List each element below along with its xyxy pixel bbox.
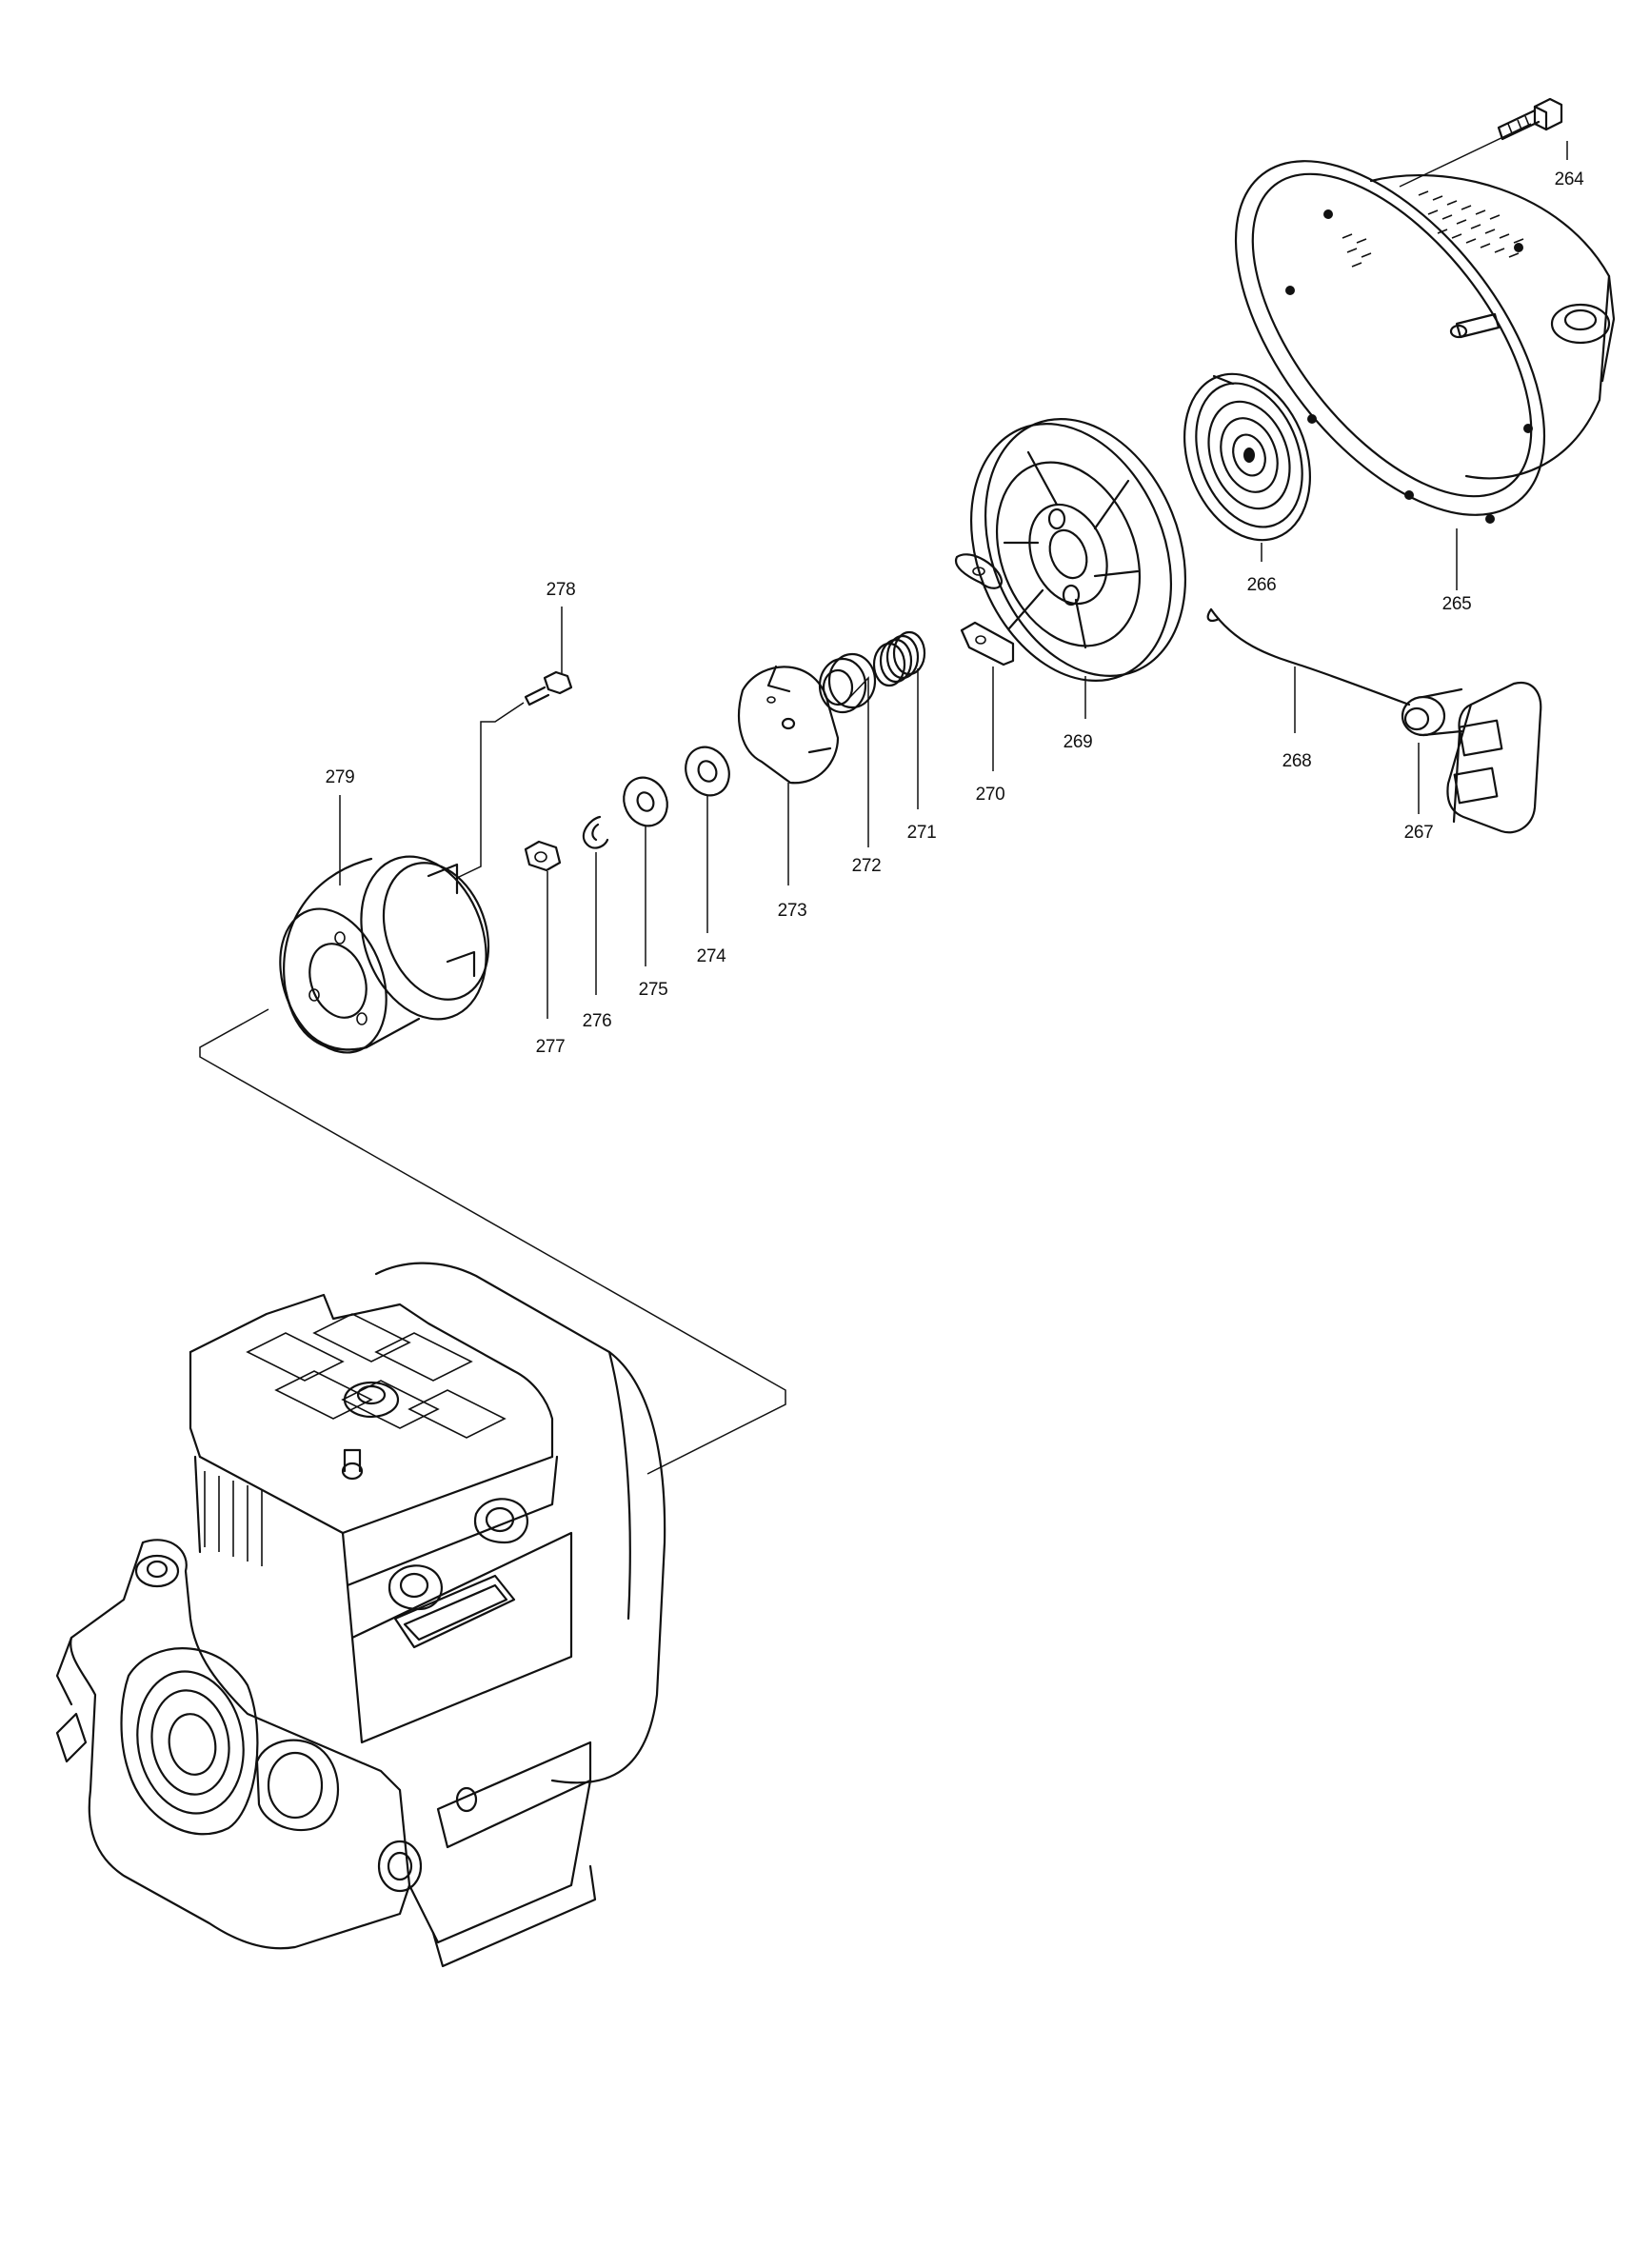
- part-label-277: 277: [535, 1037, 566, 1057]
- leader-lines: [199, 123, 1568, 1475]
- part-269-reel: [969, 418, 1187, 682]
- part-label-275: 275: [638, 980, 668, 1000]
- part-label-266: 266: [1246, 575, 1277, 595]
- engine-block: [55, 1262, 666, 1968]
- part-270-pawl: [960, 621, 1015, 666]
- part-268-cord: [1206, 607, 1411, 706]
- part-label-268: 268: [1282, 751, 1312, 771]
- part-label-270: 270: [975, 785, 1005, 805]
- part-label-271: 271: [906, 823, 937, 843]
- part-278-screw: [524, 670, 573, 706]
- part-label-278: 278: [546, 580, 576, 600]
- part-276-e-clip: [582, 815, 609, 849]
- part-label-273: 273: [777, 901, 807, 921]
- part-271-spring: [872, 630, 926, 687]
- part-273-plate: [738, 665, 840, 785]
- part-label-269: 269: [1063, 732, 1093, 752]
- part-label-279: 279: [325, 767, 355, 787]
- part-label-264: 264: [1554, 169, 1584, 189]
- part-279-pulley: [279, 855, 490, 1054]
- part-275-washer: [623, 776, 668, 827]
- part-266-spring: [1183, 372, 1311, 542]
- part-265-housing: [1234, 160, 1616, 524]
- part-277-nut: [524, 840, 562, 872]
- part-label-276: 276: [582, 1011, 612, 1031]
- part-label-274: 274: [696, 946, 726, 966]
- part-label-272: 272: [851, 856, 882, 876]
- part-274-washer: [685, 746, 730, 797]
- part-267-handle: [1401, 681, 1542, 834]
- part-264-bolt: [1497, 97, 1563, 141]
- part-label-265: 265: [1441, 594, 1472, 614]
- part-label-267: 267: [1403, 823, 1434, 843]
- part-gasket: [954, 553, 1004, 589]
